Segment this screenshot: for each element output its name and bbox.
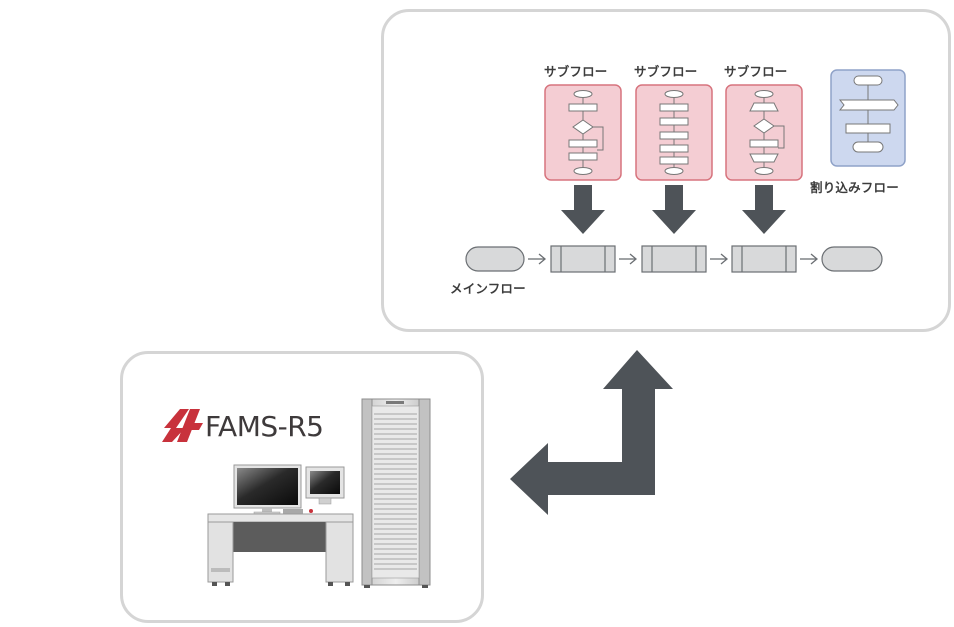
- main-flow-arrow-icon-4: [800, 253, 819, 265]
- interrupt-flow-label: 割り込みフロー: [810, 180, 899, 195]
- main-flow-process-2: [641, 245, 707, 273]
- main-flow-arrow-icon-3: [710, 253, 729, 265]
- main-flow-arrow-icon-1: [528, 253, 547, 265]
- fams-r5-logo-text: FAMS-R5: [205, 410, 324, 443]
- main-flow-end-terminal: [821, 246, 883, 272]
- subflow-card-2: [635, 84, 713, 181]
- subflow-card-1: [544, 84, 622, 181]
- main-flow-arrow-icon-2: [619, 253, 638, 265]
- interrupt-flow-card: [830, 69, 906, 167]
- subflow-card-3: [725, 84, 803, 181]
- down-arrow-icon-2: [652, 185, 696, 234]
- bidirectional-elbow-arrow-icon: [510, 350, 673, 515]
- fams-logo-icon: [162, 409, 203, 442]
- main-flow-process-3: [731, 245, 797, 273]
- workstation-desk-icon: [207, 464, 354, 586]
- main-flow-start-terminal: [465, 246, 525, 272]
- subflow-label-1: サブフロー: [544, 64, 608, 79]
- main-flow-process-1: [550, 245, 616, 273]
- down-arrow-icon-1: [561, 185, 605, 234]
- main-flow-label: メインフロー: [450, 281, 526, 296]
- subflow-label-3: サブフロー: [724, 64, 788, 79]
- down-arrow-icon-3: [742, 185, 786, 234]
- server-tower-icon: [361, 398, 431, 588]
- subflow-label-2: サブフロー: [634, 64, 698, 79]
